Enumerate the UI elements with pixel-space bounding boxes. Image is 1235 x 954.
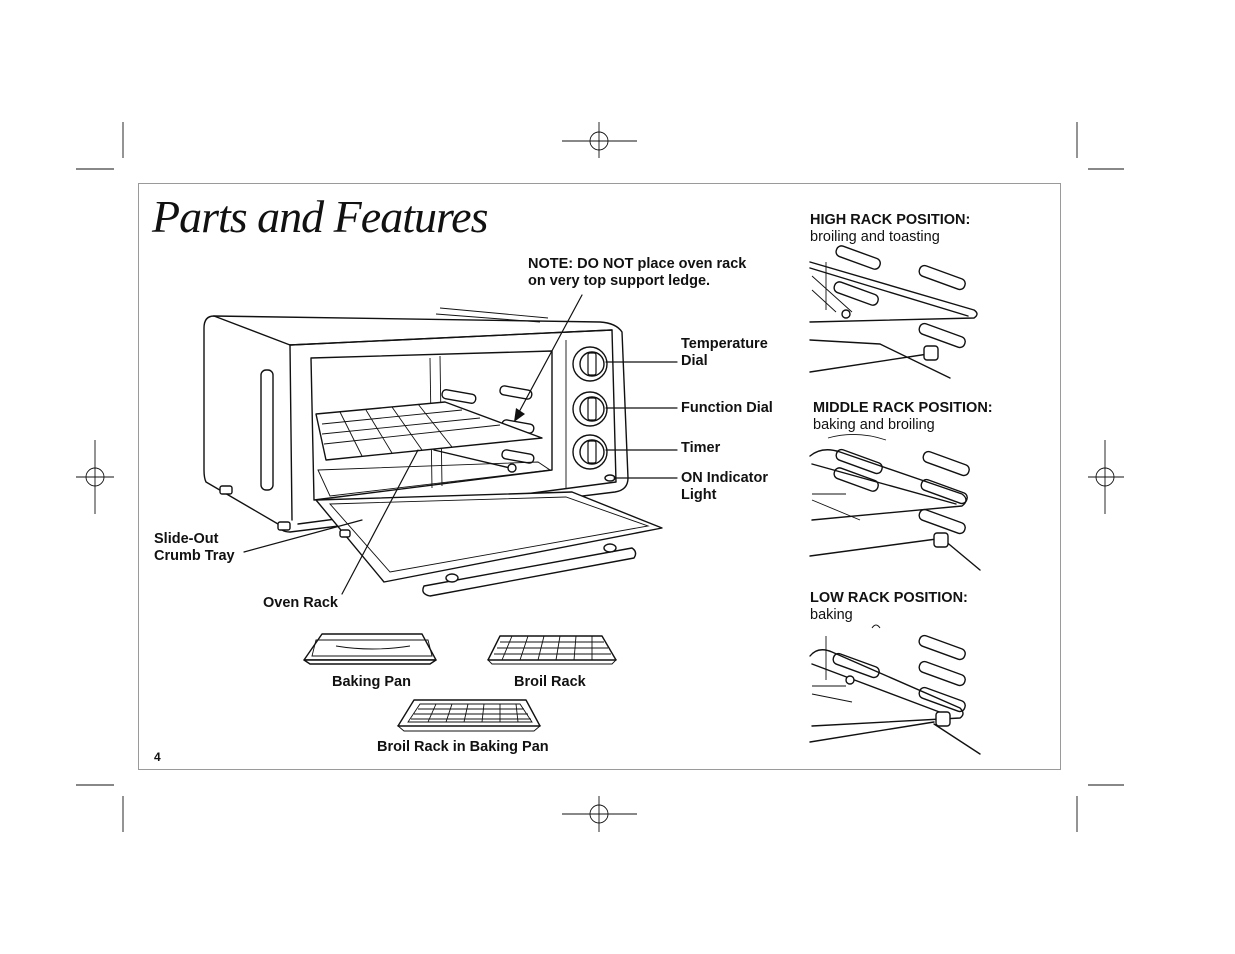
registration-marks [76,122,1124,832]
high-rack-position-caption: HIGH RACK POSITION: broiling and toastin… [810,212,970,246]
low-rack-heading: LOW RACK POSITION: [810,590,968,606]
note-arrowhead-icon [514,408,525,422]
temperature-dial-icon [572,346,608,382]
temperature-dial-label: Temperature Dial [681,336,768,370]
crumb-tray-label-line2: Crumb Tray [154,548,235,564]
baking-pan-label: Baking Pan [332,674,411,690]
note-text: NOTE: DO NOT place oven rack on very top… [528,256,746,290]
page-title: Parts and Features [152,191,488,242]
toaster-oven-illustration [203,307,663,597]
function-dial-label: Function Dial [681,400,773,416]
on-indicator-light-label: ON Indicator Light [681,470,768,504]
note-line-2: on very top support ledge. [528,273,711,289]
low-rack-position-caption: LOW RACK POSITION: baking [810,590,968,624]
broil-rack-label: Broil Rack [514,674,586,690]
callout-leader-lines [243,294,678,595]
middle-rack-use: baking and broiling [813,417,935,433]
low-rack-use: baking [810,607,853,623]
middle-rack-heading: MIDDLE RACK POSITION: [813,400,993,416]
timer-dial-icon [572,434,608,470]
page-frame [138,183,1061,770]
crop-marks [76,122,1124,832]
middle-rack-position-caption: MIDDLE RACK POSITION: baking and broilin… [813,400,993,434]
temperature-dial-label-line2: Dial [681,353,708,369]
on-indicator-label-line1: ON Indicator [681,470,769,486]
on-indicator-label-line2: Light [681,487,717,503]
page-number: 4 [154,750,161,764]
timer-label: Timer [681,440,721,456]
high-rack-diagram [809,245,978,379]
low-rack-diagram [809,624,981,755]
high-rack-heading: HIGH RACK POSITION: [810,212,971,228]
note-line-1: NOTE: DO NOT place oven rack [528,256,747,272]
baking-pan-illustration [303,633,437,665]
broil-rack-in-baking-pan-illustration [396,699,542,732]
temperature-dial-label-line1: Temperature [681,336,768,352]
broil-rack-in-baking-pan-label: Broil Rack in Baking Pan [377,739,549,755]
broil-rack-illustration [486,635,618,665]
middle-rack-diagram [809,434,981,571]
slide-out-crumb-tray-label: Slide-Out Crumb Tray [154,531,235,565]
function-dial-icon [572,391,608,427]
crumb-tray-label-line1: Slide-Out [154,531,219,547]
oven-rack-label: Oven Rack [263,595,338,611]
high-rack-use: broiling and toasting [810,229,940,245]
